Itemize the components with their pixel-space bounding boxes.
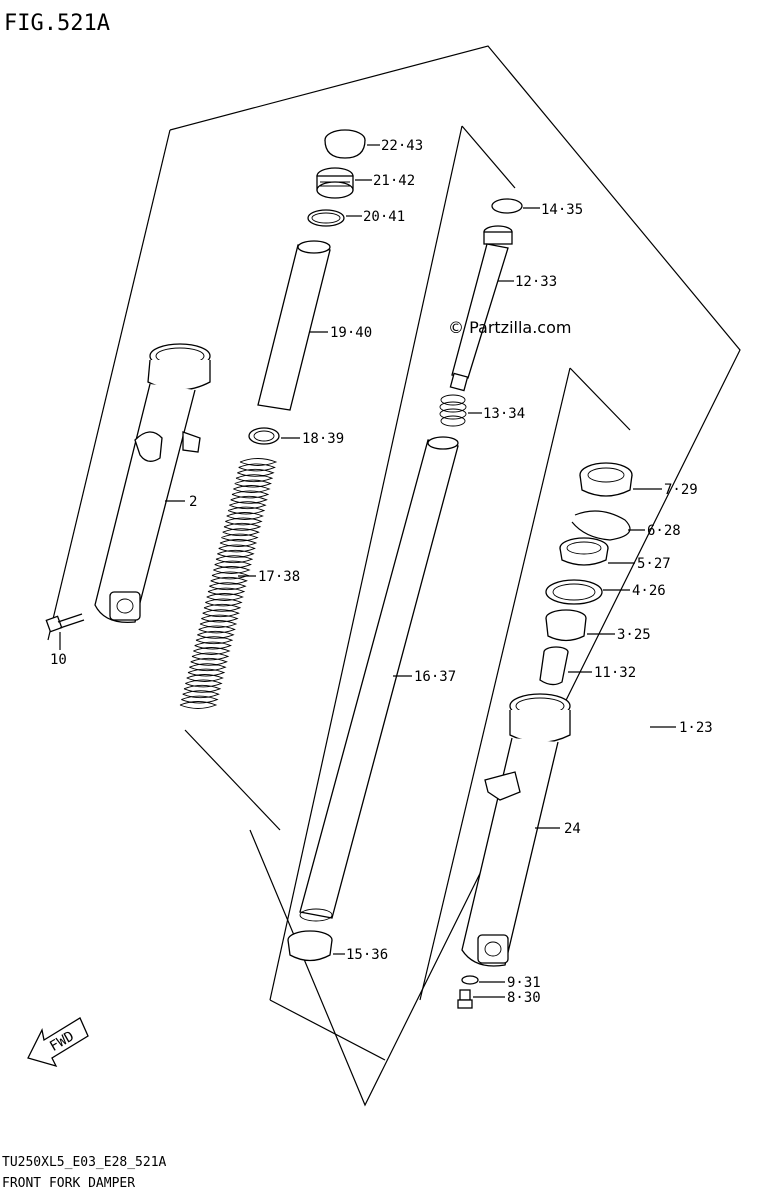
- figure-title: FIG.521A: [4, 11, 110, 36]
- callout-7-29: 7·29: [664, 482, 698, 498]
- part-2-outer-tube: 2: [94, 343, 211, 624]
- part-13-small-spring: 13·34: [439, 394, 525, 427]
- part-24-outer-tube: 24: [461, 693, 581, 967]
- callout-10: 10: [50, 652, 67, 668]
- part-9-gasket: 9·31: [461, 975, 541, 991]
- fwd-arrow-icon: FWD: [27, 1017, 89, 1068]
- part-21-bolt: 21·42: [316, 167, 415, 199]
- callout-18-39: 18·39: [302, 431, 344, 447]
- part-5-oil-seal: 5·27: [559, 537, 671, 572]
- assembly-outline: [47, 45, 741, 1107]
- callout-24: 24: [564, 821, 581, 837]
- part-7-dust-seal: 7·29: [579, 462, 698, 498]
- part-8-bolt: 8·30: [457, 989, 541, 1009]
- callout-20-41: 20·41: [363, 209, 405, 225]
- section-name: FRONT FORK DAMPER: [2, 1176, 135, 1191]
- callout-12-33: 12·33: [515, 274, 557, 290]
- callout-3-25: 3·25: [617, 627, 651, 643]
- callout-15-36: 15·36: [346, 947, 388, 963]
- callout-21-42: 21·42: [373, 173, 415, 189]
- watermark: © Partzilla.com: [448, 318, 571, 337]
- callout-8-30: 8·30: [507, 990, 541, 1006]
- part-10-bolt: 10: [45, 613, 85, 668]
- part-12-damper-rod: 12·33: [449, 225, 557, 392]
- part-11-oil-lock: 11·32: [539, 646, 636, 686]
- callout-19-40: 19·40: [330, 325, 372, 341]
- callout-14-35: 14·35: [541, 202, 583, 218]
- callout-17-38: 17·38: [258, 569, 300, 585]
- part-4-washer: 4·26: [545, 579, 666, 605]
- part-20-o-ring: 20·41: [307, 209, 405, 227]
- part-19-spacer: 19·40: [257, 240, 372, 411]
- callout-2: 2: [189, 494, 197, 510]
- part-3-bushing: 3·25: [545, 609, 651, 643]
- callout-1-23: 1·23: [679, 720, 713, 736]
- part-16-inner-tube: 16·37: [299, 436, 459, 922]
- part-22-cap: 22·43: [324, 129, 423, 159]
- part-15-bushing: 15·36: [287, 930, 388, 963]
- callout-5-27: 5·27: [637, 556, 671, 572]
- callout-4-26: 4·26: [632, 583, 666, 599]
- callout-6-28: 6·28: [647, 523, 681, 539]
- part-14-ring: 14·35: [491, 198, 583, 218]
- part-17-spring: 17·38: [179, 458, 300, 709]
- callout-11-32: 11·32: [594, 665, 636, 681]
- part-18-washer: 18·39: [248, 427, 344, 447]
- callout-9-31: 9·31: [507, 975, 541, 991]
- callout-16-37: 16·37: [414, 669, 456, 685]
- model-code: TU250XL5_E03_E28_521A: [2, 1155, 167, 1170]
- part-6-clip: 6·28: [571, 510, 681, 541]
- callout-13-34: 13·34: [483, 406, 525, 422]
- callout-22-43: 22·43: [381, 138, 423, 154]
